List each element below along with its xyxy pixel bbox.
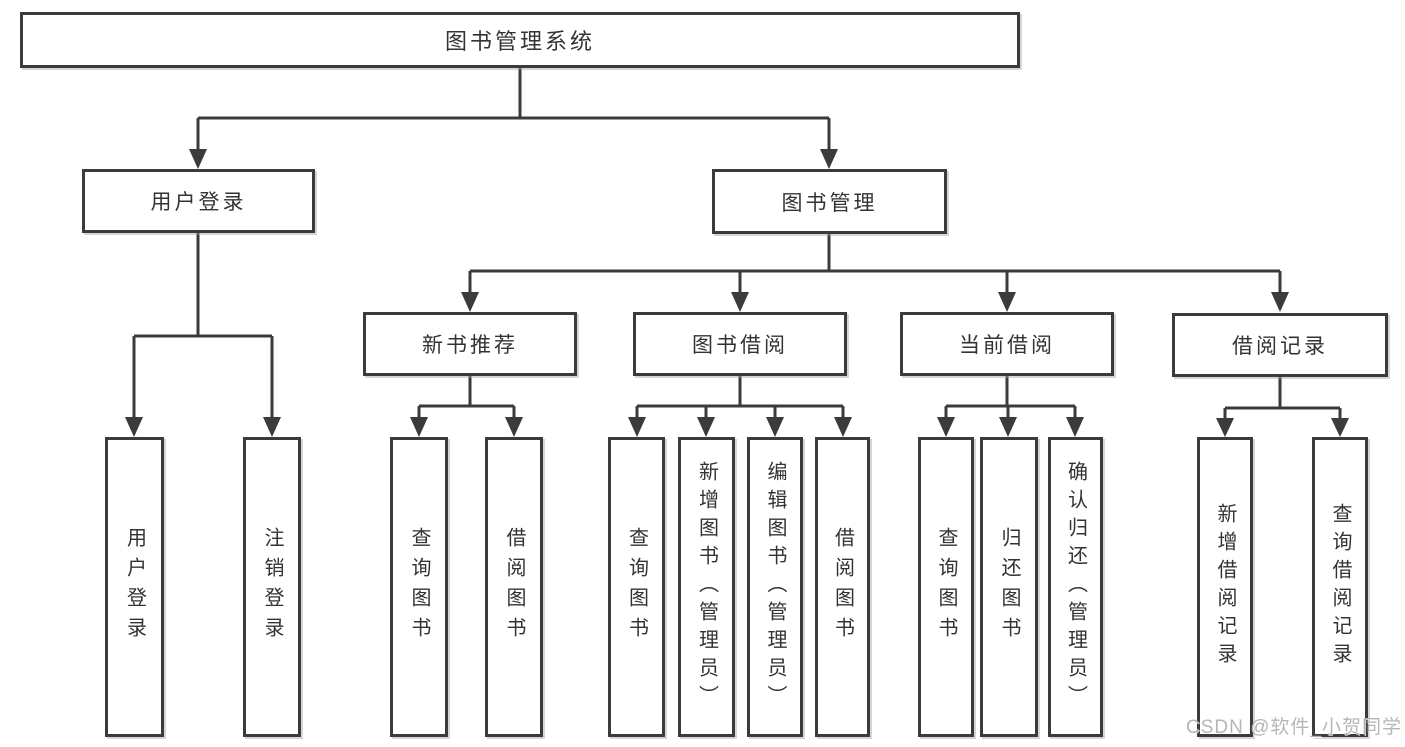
connector-user-login — [125, 233, 281, 437]
connector-current-borrow — [937, 376, 1084, 437]
leaf-current-query-books: 查询图书 — [918, 437, 974, 737]
connector-book-management — [461, 234, 1289, 312]
leaf-confirm-return-admin: 确认归还（管理员） — [1048, 437, 1103, 737]
connector-new-book-recommend — [410, 376, 523, 437]
connector-borrow-records — [1216, 377, 1349, 437]
connector-root — [189, 68, 838, 169]
node-borrow-records: 借阅记录 — [1172, 313, 1388, 377]
node-book-borrow: 图书借阅 — [633, 312, 847, 376]
leaf-query-borrow-record: 查询借阅记录 — [1312, 437, 1368, 737]
leaf-add-books-admin: 新增图书（管理员） — [678, 437, 735, 737]
connector-book-borrow — [628, 376, 852, 437]
leaf-user-login: 用户登录 — [105, 437, 164, 737]
node-book-management: 图书管理 — [712, 169, 947, 234]
leaf-recommend-borrow-books: 借阅图书 — [485, 437, 543, 737]
node-user-login: 用户登录 — [82, 169, 315, 233]
leaf-return-books: 归还图书 — [980, 437, 1038, 737]
leaf-edit-books-admin: 编辑图书（管理员） — [747, 437, 803, 737]
leaf-add-borrow-record: 新增借阅记录 — [1197, 437, 1253, 737]
csdn-watermark: CSDN @软件_小贺同学 — [1186, 717, 1402, 738]
leaf-borrow-query-books: 查询图书 — [608, 437, 665, 737]
node-new-book-recommend: 新书推荐 — [363, 312, 577, 376]
node-root: 图书管理系统 — [20, 12, 1020, 68]
leaf-recommend-query-books: 查询图书 — [390, 437, 448, 737]
node-current-borrow: 当前借阅 — [900, 312, 1114, 376]
leaf-logout: 注销登录 — [243, 437, 301, 737]
leaf-borrow-books: 借阅图书 — [815, 437, 870, 737]
